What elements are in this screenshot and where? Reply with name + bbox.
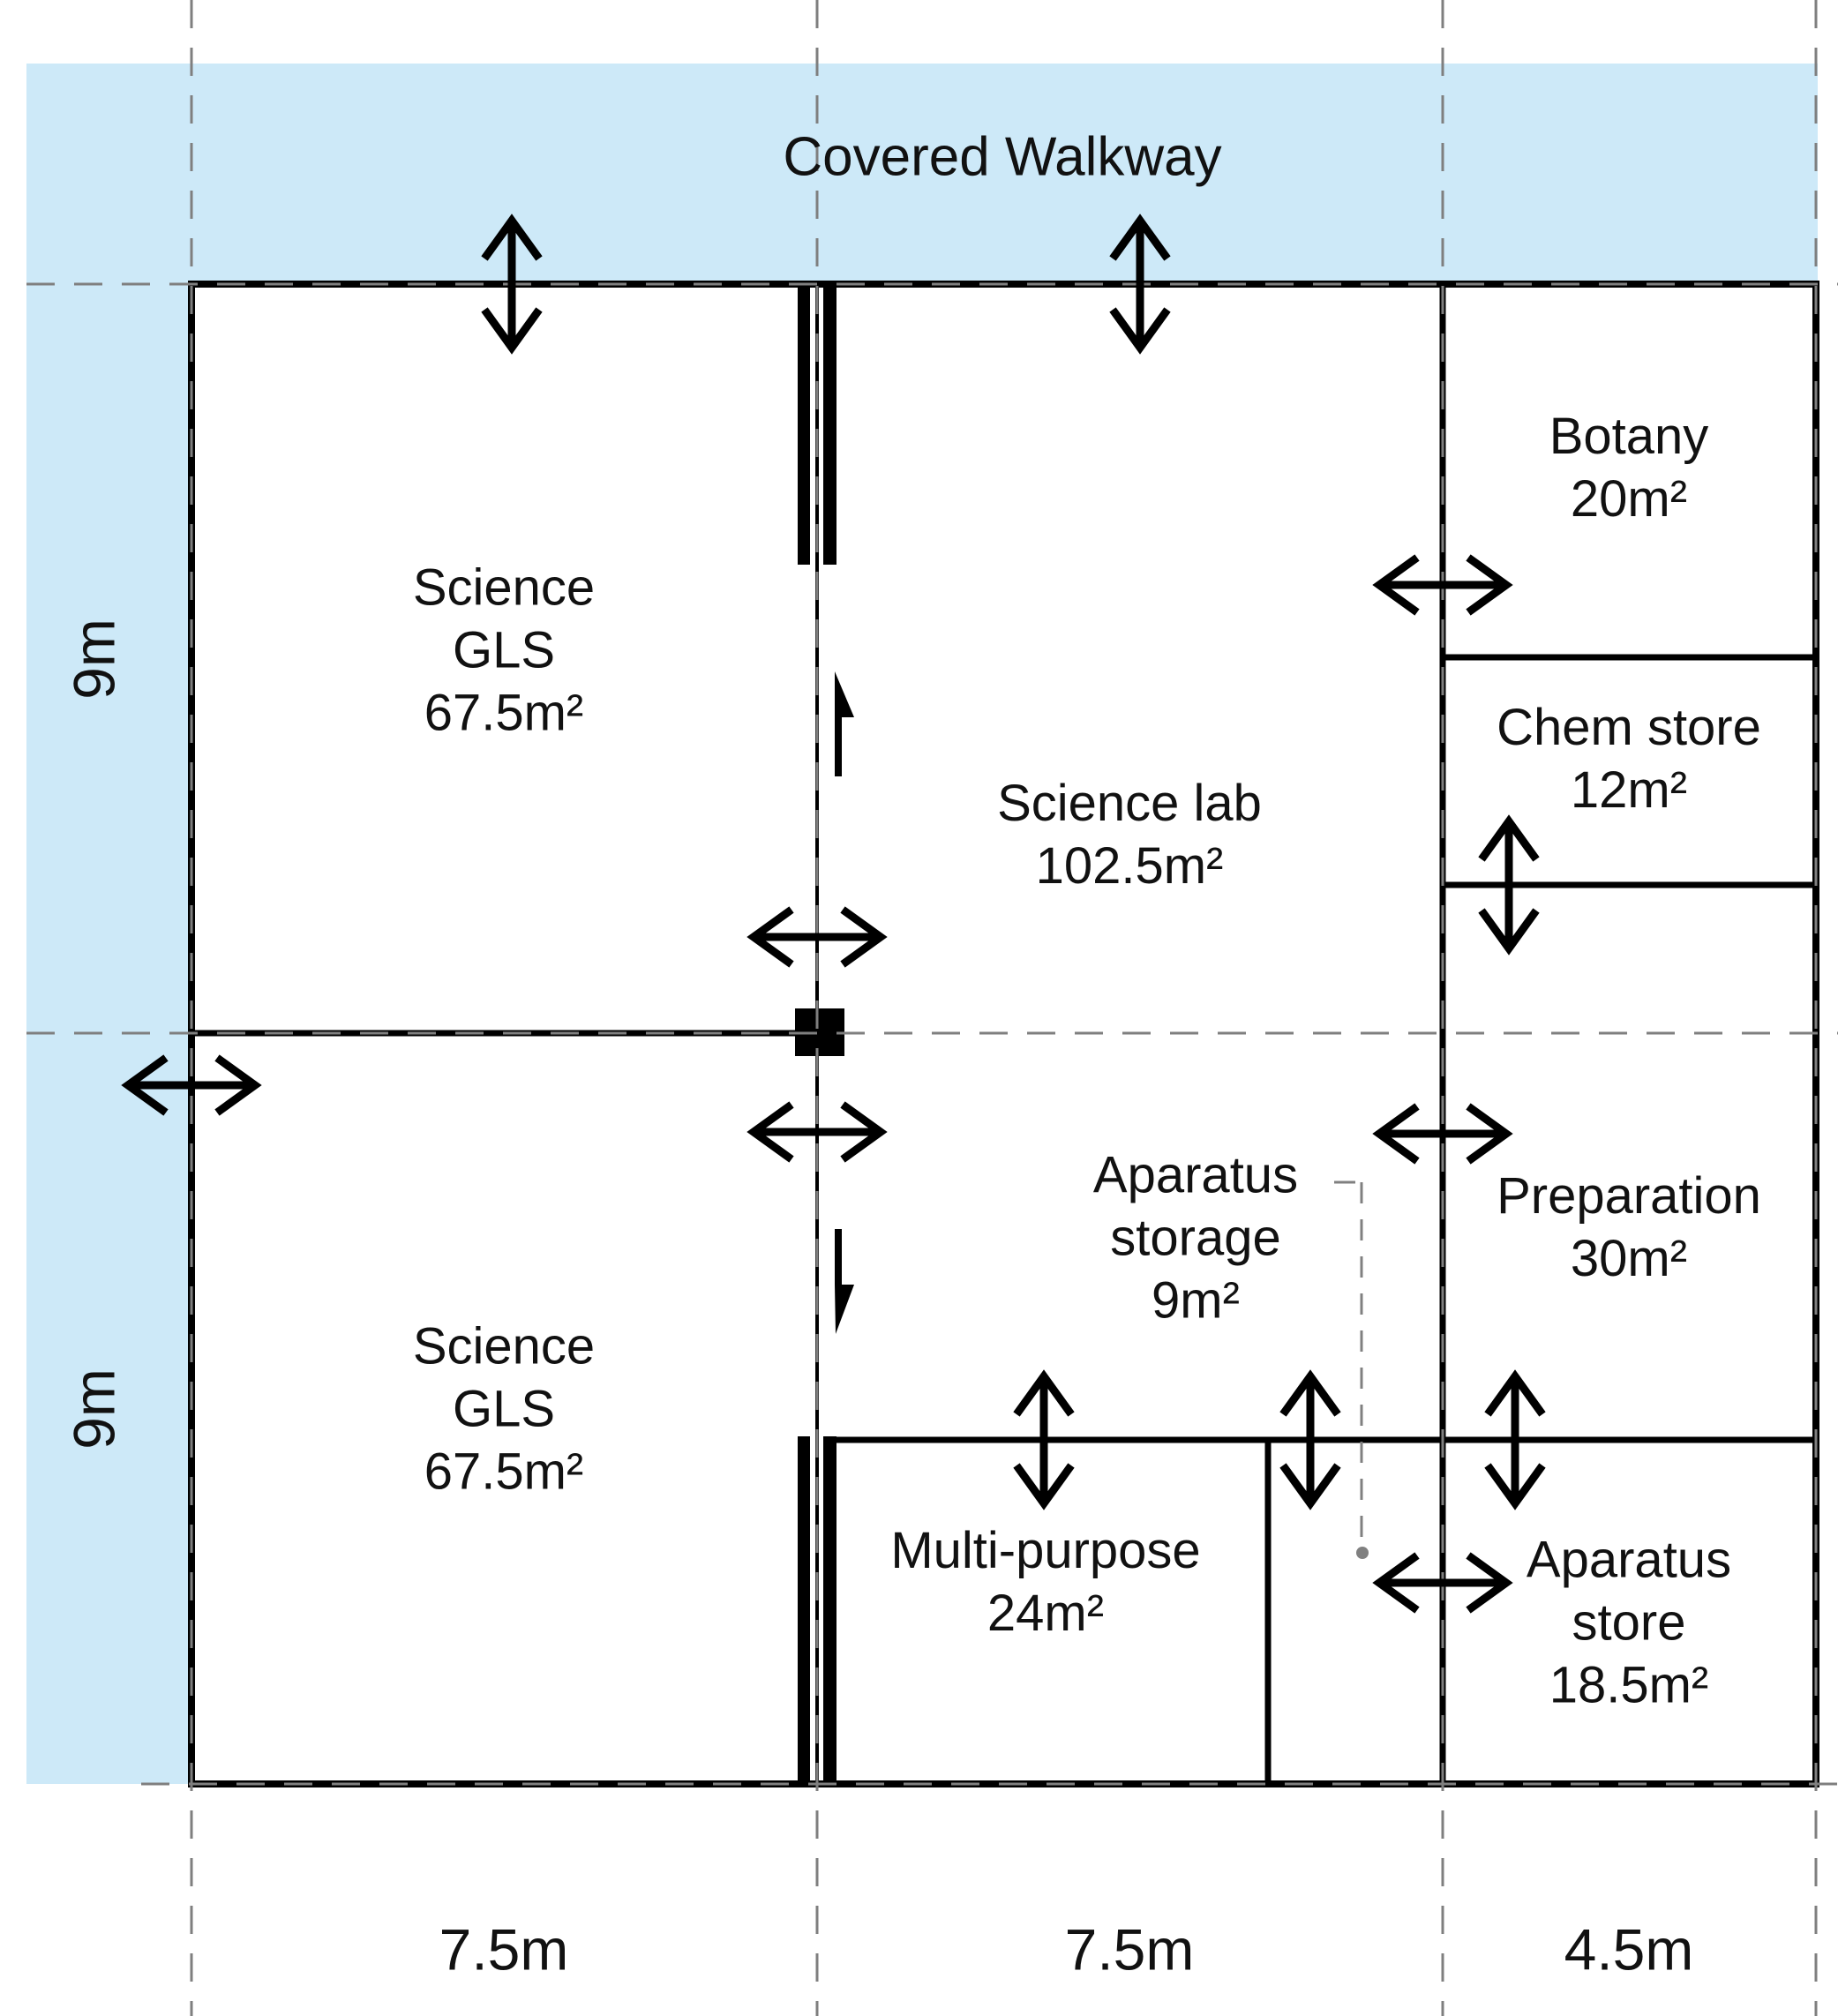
dimension-label-bottom-right: 4.5m	[1564, 1916, 1694, 1982]
walkway-label: Covered Walkway	[783, 126, 1222, 188]
leader-dot-icon	[1356, 1547, 1369, 1559]
door-leaf-icons	[835, 671, 854, 1334]
room-label-preparation: Preparation 30m²	[1497, 1167, 1761, 1287]
room-label-apparatus-storage: Aparatus storage 9m²	[1092, 1146, 1299, 1330]
door-leaf-icon	[835, 1229, 854, 1334]
covered-walkway-area	[26, 64, 1818, 1784]
room-label-botany: Botany 20m²	[1549, 408, 1709, 528]
grid-lines	[26, 0, 1838, 2016]
door-leaf-icon	[835, 671, 854, 776]
dimension-label-bottom-center: 7.5m	[1064, 1916, 1195, 1982]
room-label-science-gls-bottom: Science GLS 67.5m²	[412, 1317, 596, 1501]
dimension-label-left-top: 9m	[61, 618, 127, 700]
dimension-label-bottom-left: 7.5m	[439, 1916, 569, 1982]
room-label-science-lab: Science lab 102.5m²	[997, 775, 1262, 895]
sliding-door-bars-icon	[798, 284, 836, 1784]
room-label-multi-purpose: Multi-purpose 24m²	[890, 1522, 1201, 1642]
storage-leader-line	[1334, 1180, 1369, 1559]
room-label-apparatus-store: Aparatus store 18.5m²	[1526, 1531, 1732, 1714]
room-label-science-gls-top: Science GLS 67.5m²	[412, 558, 596, 742]
dimension-label-left-bottom: 9m	[61, 1368, 127, 1450]
room-label-chem-store: Chem store 12m²	[1497, 699, 1761, 819]
